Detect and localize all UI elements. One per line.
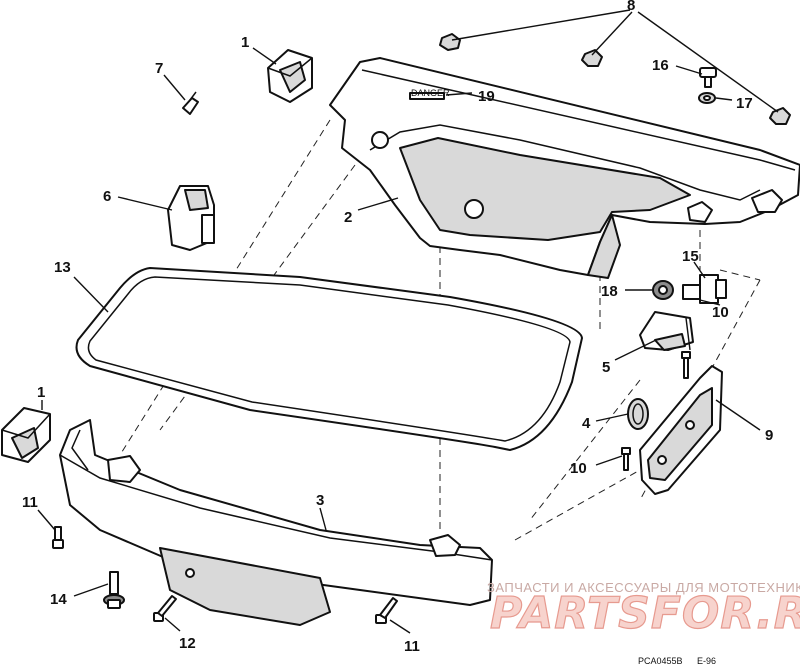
watermark-brand: PARTSFOR.RU (490, 588, 800, 639)
bolt-part-11-bottom (375, 597, 398, 624)
bolt-part-14 (103, 571, 125, 609)
callout-11-bottom: 11 (404, 638, 420, 655)
callout-numbers: 1 1 2 3 4 5 6 7 8 9 10 10 11 11 12 13 14… (22, 0, 773, 655)
callout-9: 9 (765, 427, 773, 444)
callout-13: 13 (54, 259, 71, 276)
bolt-part-11-left (52, 526, 64, 549)
screw-part-10-right (681, 351, 691, 379)
grommet-part-18 (652, 280, 674, 300)
leader-lines (37, 9, 779, 634)
callout-18: 18 (601, 283, 618, 300)
upper-cowl-part-2 (329, 57, 800, 279)
callout-4: 4 (582, 415, 591, 432)
callout-10-right: 10 (712, 304, 729, 321)
callout-1-top: 1 (241, 34, 249, 51)
plug-part-4 (627, 398, 649, 430)
callout-10-lower: 10 (570, 460, 587, 477)
callout-1-left: 1 (37, 384, 45, 401)
callout-14: 14 (50, 591, 67, 608)
latch-block-part-1-left (1, 407, 51, 463)
watermark-tagline: ЗАПЧАСТИ И АКСЕССУАРЫ ДЛЯ МОТОТЕХНИКИ (487, 580, 800, 595)
latch-housing-part-5 (639, 311, 694, 351)
callout-16: 16 (652, 57, 669, 74)
watermark: ЗАПЧАСТИ И АКСЕССУАРЫ ДЛЯ МОТОТЕХНИКИ PA… (487, 580, 800, 640)
callout-5: 5 (602, 359, 610, 376)
decal-label: DANGER (411, 88, 450, 98)
callout-6: 6 (103, 188, 111, 205)
callout-7: 7 (155, 60, 163, 77)
callout-19: 19 (478, 88, 495, 105)
clip-part-7 (182, 91, 199, 115)
bolt-part-12 (153, 595, 177, 622)
washer-part-17 (698, 92, 716, 104)
fitting-part-15 (682, 274, 727, 304)
screw-part-10-lower (621, 447, 631, 471)
nuts-part-8 (439, 33, 791, 125)
callout-2: 2 (344, 209, 352, 226)
bracket-part-6 (167, 185, 215, 251)
callout-12: 12 (179, 635, 196, 652)
callout-11-left: 11 (22, 494, 38, 511)
callout-8: 8 (627, 0, 635, 14)
seal-ring-part-13 (75, 267, 583, 451)
mount-bracket-part-9 (639, 365, 723, 495)
screw-part-16 (699, 67, 717, 88)
callout-17: 17 (736, 95, 753, 112)
edition-label: E-96 (697, 656, 716, 666)
callout-15: 15 (682, 248, 699, 265)
latch-block-part-1-top (267, 49, 313, 103)
lower-cover-part-3 (59, 419, 493, 626)
callout-3: 3 (316, 492, 324, 509)
part-code-label: PCA0455B (638, 656, 683, 666)
